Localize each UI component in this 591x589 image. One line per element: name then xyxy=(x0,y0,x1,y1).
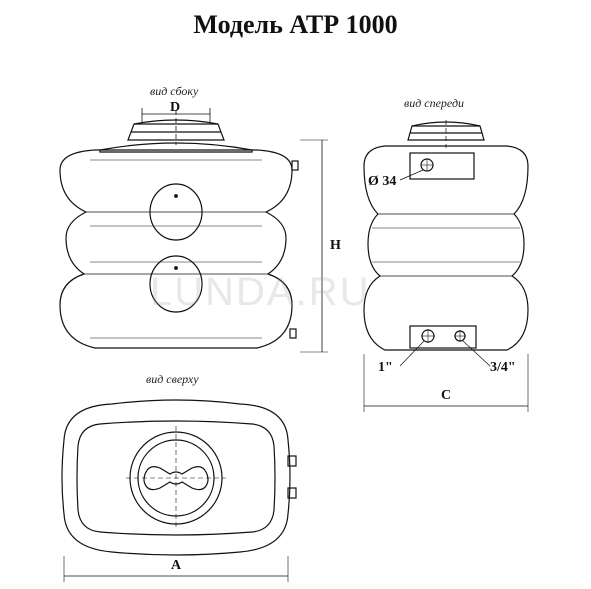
side-view-label: вид сбоку xyxy=(150,84,199,98)
front-body-outline xyxy=(363,145,529,351)
side-oval-lower xyxy=(149,255,203,313)
top-view-label: вид сверху xyxy=(146,372,199,386)
side-oval-upper xyxy=(149,183,203,241)
top-lid-handle xyxy=(143,466,209,491)
front-outlet-plate xyxy=(409,325,477,349)
watermark: LUNDA.RU xyxy=(150,270,371,314)
inlet-diameter-label: Ø 34 xyxy=(368,174,397,189)
front-inlet-plate xyxy=(409,152,475,180)
side-body-outline xyxy=(59,149,293,349)
outlet-1in-label: 1" xyxy=(378,360,393,375)
front-view xyxy=(363,120,529,412)
top-fitting-lower xyxy=(287,487,297,499)
side-fitting-lower xyxy=(289,328,297,339)
side-view xyxy=(59,108,328,353)
outlet-34in-label: 3/4" xyxy=(490,360,516,375)
side-fitting-upper xyxy=(291,160,299,171)
top-inner-plate xyxy=(76,420,276,536)
top-outline xyxy=(61,399,291,556)
diagram-title: Модель АТР 1000 xyxy=(193,10,398,39)
front-view-label: вид спереди xyxy=(404,96,465,110)
dimension-h: H xyxy=(330,238,341,253)
top-fitting-upper xyxy=(287,455,297,467)
top-view xyxy=(61,399,297,582)
dimension-d: D xyxy=(170,100,181,115)
dimension-a: A xyxy=(171,558,182,573)
dimension-c: C xyxy=(441,388,452,403)
